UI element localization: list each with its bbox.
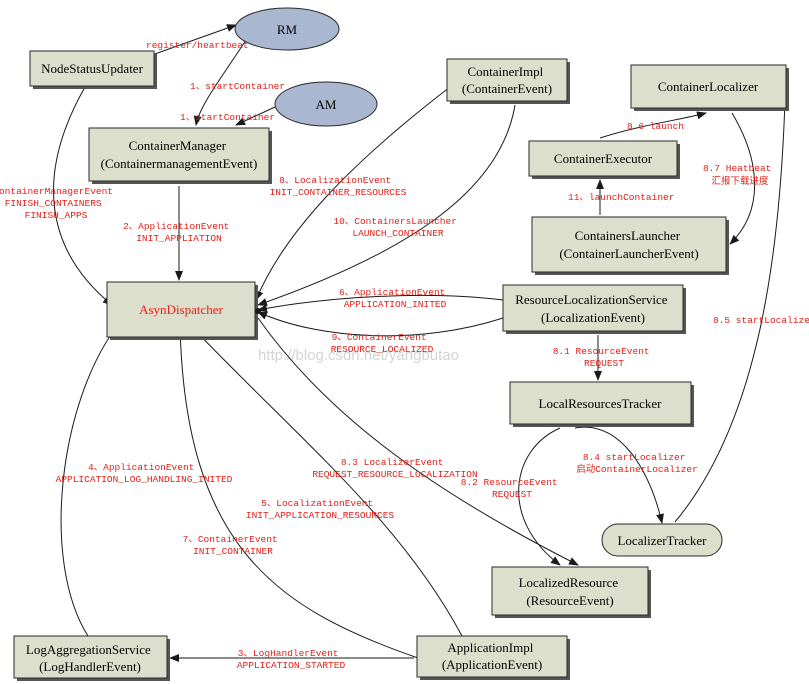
edge-register-heartbeat	[151, 24, 237, 56]
edge-localization-event-5	[189, 324, 463, 637]
label-container-event-7: 7、ContainerEvent INIT_CONTAINER	[183, 534, 284, 557]
svg-text:LogAggregationService: LogAggregationService (LogHandlerEvent)	[26, 642, 154, 674]
node-log-aggregation-service: LogAggregationService (LogHandlerEvent)	[13, 635, 170, 681]
node-rm: RM	[234, 7, 340, 51]
svg-text:ApplicationImpl (Appli: ApplicationImpl (ApplicationEvent)	[442, 640, 542, 672]
label-containers-launcher-10: 10、ContainersLauncher LAUNCH_CONTAINER	[333, 216, 462, 239]
edge-localizer-event-83	[257, 317, 579, 566]
node-local-resources-tracker: LocalResourcesTracker	[509, 381, 694, 427]
dispatcher-junction-dot	[255, 308, 261, 314]
edge-rm-start-container	[193, 39, 247, 126]
svg-text:LocalResourcesTracker: LocalResourcesTracker	[539, 396, 663, 411]
svg-text:ContainerManager (Cont: ContainerManager (ContainermanagementEve…	[101, 138, 258, 171]
label-am-start-container: 1、startContainer	[180, 112, 275, 123]
edge-labels: register/heartbeat 1、startContainer 1、st…	[0, 40, 809, 671]
label-log-handler-event-3: 3、LogHandlerEvent APPLICATION_STARTED	[237, 648, 346, 671]
svg-text:RM: RM	[277, 22, 298, 37]
label-resource-event-81: 8.1 ResourceEvent REQUEST	[553, 346, 656, 369]
edge-application-event-4	[60, 324, 119, 637]
label-start-localizer-84: 8.4 startLocalizer 启动ContainerLocalizer	[576, 452, 698, 475]
svg-text:AM: AM	[316, 97, 337, 112]
svg-text:ContainerImpl (Contain: ContainerImpl (ContainerEvent)	[462, 64, 552, 96]
label-heatbeat-87: 8.7 Heatbeat 汇报下载进度	[703, 163, 777, 187]
edge-container-event-7	[176, 324, 419, 659]
node-container-manager: ContainerManager (ContainermanagementEve…	[88, 127, 272, 184]
svg-text:ContainerExecutor: ContainerExecutor	[554, 151, 653, 166]
edge-start-localizer-84	[574, 426, 664, 524]
label-resource-event-82: 8.2 ResourceEvent REQUEST	[461, 477, 564, 500]
node-node-status-updater: NodeStatusUpdater	[29, 50, 157, 89]
node-application-impl: ApplicationImpl (ApplicationEvent)	[416, 635, 570, 680]
label-localizer-event-83: 8.3 LocalizerEvent REQUEST_RESOURCE_LOCA…	[312, 457, 477, 480]
label-launch-container-11: 11、launchContainer	[568, 192, 674, 203]
edge-resource-event-82	[518, 427, 561, 566]
label-register-heartbeat: register/heartbeat	[146, 40, 249, 51]
edge-container-event-9	[257, 311, 504, 337]
svg-text:AsynDispatcher: AsynDispatcher	[139, 302, 223, 317]
label-application-event-2: 2、ApplicationEvent INIT_APPLIATION	[123, 221, 235, 244]
svg-text:NodeStatusUpdater: NodeStatusUpdater	[41, 61, 143, 76]
label-application-event-6: 6、ApplicationEvent APPLICATION_INITED	[339, 287, 451, 310]
edge-container-manager-event	[53, 86, 113, 306]
svg-text:LocalizedResource (Res: LocalizedResource (ResourceEvent)	[519, 575, 622, 608]
label-launch-86: 8.6 launch	[627, 121, 684, 132]
label-rm-start-container: 1、startContainer	[190, 81, 285, 92]
label-container-manager-event: ContainerManagerEvent FINISH_CONTAINERS …	[0, 186, 119, 221]
edge-heatbeat-87	[729, 112, 756, 245]
label-application-event-4: 4、ApplicationEvent APPLICATION_LOG_HANDL…	[56, 462, 233, 485]
svg-text:ContainersLauncher (Co: ContainersLauncher (ContainerLauncherEve…	[559, 228, 698, 261]
node-containers-launcher: ContainersLauncher (ContainerLauncherEve…	[531, 216, 729, 275]
svg-text:LocalizerTracker: LocalizerTracker	[617, 533, 707, 548]
node-asyn-dispatcher: AsynDispatcher	[106, 281, 258, 340]
node-container-localizer: ContainerLocalizer	[630, 64, 789, 111]
svg-text:ResourceLocalizationService: ResourceLocalizationService (Localizatio…	[515, 292, 671, 325]
label-localization-event-8: 8、LocalizationEvent INIT_CONTAINER_RESOU…	[270, 175, 407, 198]
edge-start-localizer-85	[674, 99, 789, 523]
edge-launch-86	[599, 111, 707, 139]
edge-am-start-container	[235, 106, 276, 126]
node-am: AM	[274, 81, 378, 127]
label-start-localizer-85: 8.5 startLocalizer	[713, 315, 809, 326]
svg-text:ContainerLocalizer: ContainerLocalizer	[658, 79, 759, 94]
node-localized-resource: LocalizedResource (ResourceEvent)	[491, 566, 651, 618]
label-container-event-9: 9、ContainerEvent RESOURCE_LOCALIZED	[331, 332, 434, 355]
nodes: NodeStatusUpdater RM AM ContainerManager…	[13, 7, 789, 681]
edge-localization-event-8	[255, 86, 451, 301]
watermark: http://blog.csdn.net/yangbutao	[258, 347, 459, 364]
edge-application-event-6	[257, 294, 504, 313]
label-localization-event-5: 5、LocalizationEvent INIT_APPLICATION_RES…	[246, 498, 395, 521]
node-resource-localization-service: ResourceLocalizationService (Localizatio…	[502, 284, 686, 334]
edge-containers-launcher-10	[257, 104, 516, 306]
node-container-impl: ContainerImpl (ContainerEvent)	[446, 58, 570, 104]
edges	[53, 24, 789, 662]
node-localizer-tracker: LocalizerTracker	[601, 523, 723, 557]
node-container-executor: ContainerExecutor	[528, 140, 680, 179]
